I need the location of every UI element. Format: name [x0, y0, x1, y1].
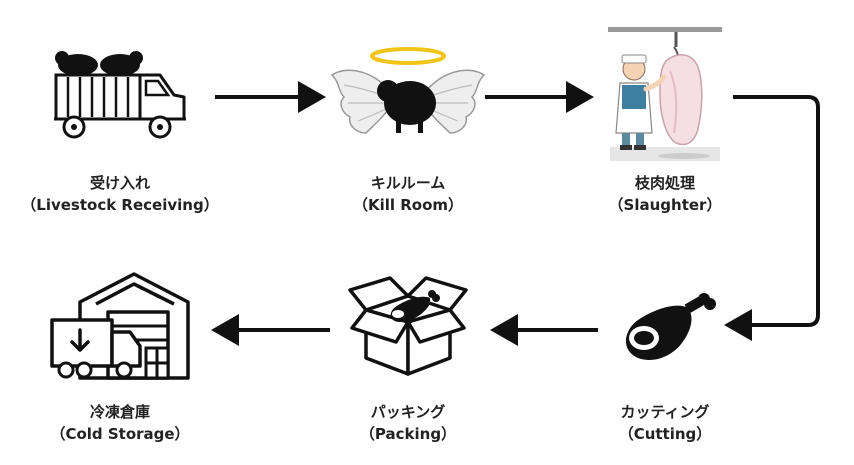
cold-storage-warehouse-icon: [50, 272, 190, 380]
step-label-jp: キルルーム: [370, 174, 446, 192]
packing-box-icon: [348, 276, 468, 376]
step-label-jp: カッティング: [620, 403, 710, 421]
step-label-cutting: カッティング （Cutting）: [545, 401, 785, 445]
step-label-en: （Slaughter）: [608, 196, 722, 214]
butcher-carcass-icon: [608, 27, 722, 161]
step-label-kill-room: キルルーム （Kill Room）: [288, 172, 528, 216]
step-label-en: （Livestock Receiving）: [21, 196, 219, 214]
ham-leg-icon: [625, 293, 716, 360]
step-label-en: （Kill Room）: [352, 196, 464, 214]
step-label-cold-storage: 冷凍倉庫 （Cold Storage）: [0, 401, 240, 445]
step-label-packing: パッキング （Packing）: [288, 401, 528, 445]
step-label-jp: 受け入れ: [89, 174, 150, 192]
step-label-livestock-receiving: 受け入れ （Livestock Receiving）: [0, 172, 240, 216]
step-label-jp: 枝肉処理: [634, 174, 695, 192]
step-label-en: （Packing）: [359, 425, 457, 443]
step-label-jp: 冷凍倉庫: [89, 403, 150, 421]
step-label-en: （Cutting）: [618, 425, 712, 443]
step-label-en: （Cold Storage）: [50, 425, 190, 443]
arrow-slaughter-to-cutting: [724, 95, 820, 341]
step-label-jp: パッキング: [370, 403, 446, 421]
step-label-slaughter: 枝肉処理 （Slaughter）: [545, 172, 785, 216]
livestock-truck-icon: [54, 51, 186, 139]
angel-sheep-icon: [330, 47, 486, 134]
